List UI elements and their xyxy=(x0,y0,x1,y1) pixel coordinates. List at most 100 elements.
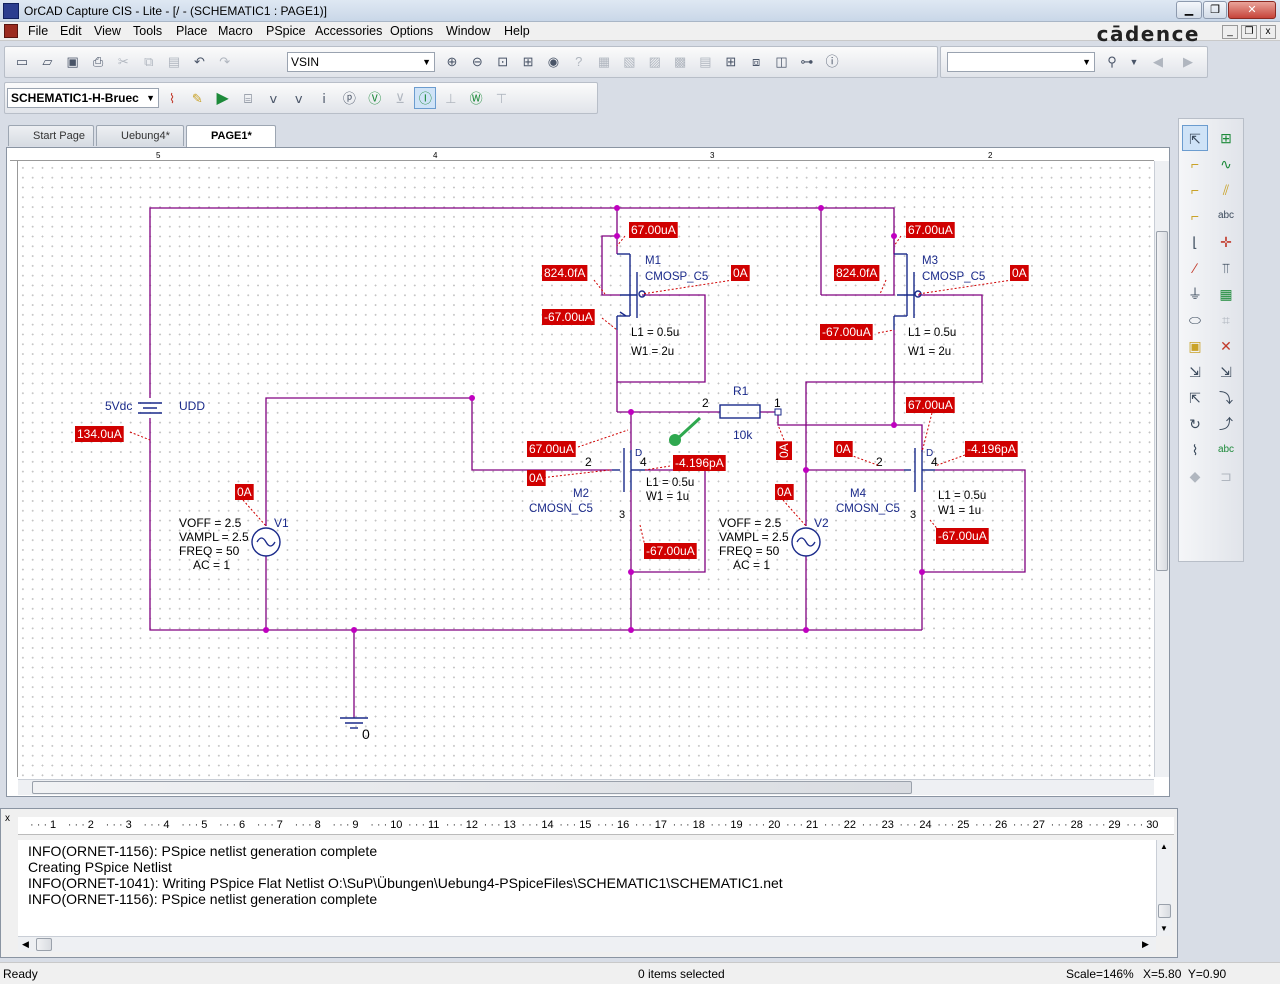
voltage-toggle-icon[interactable]: ⊻ xyxy=(395,91,405,106)
mdi-close-button[interactable]: x xyxy=(1260,25,1276,39)
zoom-out-icon[interactable]: ⊖ xyxy=(471,54,483,69)
probe-marker-icon[interactable] xyxy=(674,416,702,442)
snap-grid-icon[interactable]: ⊞ xyxy=(725,54,737,69)
new-profile-icon[interactable]: ⌇ xyxy=(168,91,176,106)
print-icon[interactable]: ⎙ xyxy=(92,54,104,69)
menu-place[interactable]: Place xyxy=(176,24,208,38)
tab-start-page[interactable]: Start Page xyxy=(8,125,94,146)
scroll-thumb[interactable] xyxy=(32,781,912,794)
hier-port-icon[interactable]: ⇲ xyxy=(1189,364,1201,380)
bus-icon[interactable]: ⌊ xyxy=(1192,234,1198,250)
binoculars-icon[interactable]: ⚲ xyxy=(1107,54,1117,69)
scroll-down-icon[interactable]: ▼ xyxy=(1160,924,1168,933)
hier-block-icon[interactable]: ▣ xyxy=(1188,338,1202,354)
menu-edit[interactable]: Edit xyxy=(60,24,82,38)
zoom-area-icon[interactable]: ⊡ xyxy=(497,54,509,69)
wire-icon[interactable]: ⌐ xyxy=(1190,156,1200,172)
net-alias-icon[interactable]: ⌐ xyxy=(1190,208,1200,224)
cut-icon[interactable]: ✂ xyxy=(117,54,129,69)
run-icon[interactable]: ▶ xyxy=(216,90,229,107)
save-icon[interactable]: ▣ xyxy=(66,54,79,69)
edit-profile-icon[interactable]: ✎ xyxy=(191,91,203,106)
view-results-icon[interactable]: ⌸ xyxy=(244,91,252,106)
scroll-right-icon[interactable]: ▶ xyxy=(1142,939,1149,949)
power-toggle-icon[interactable]: ⊤ xyxy=(495,91,508,106)
menu-options[interactable]: Options xyxy=(390,24,434,38)
diff-marker-icon[interactable]: ⅴ xyxy=(294,91,303,106)
net-label-icon[interactable]: abc xyxy=(1217,210,1235,221)
annotate-icon[interactable]: ▦ xyxy=(597,54,611,69)
backannotate-icon[interactable]: ▧ xyxy=(623,54,636,69)
junction-icon[interactable]: ✛ xyxy=(1220,234,1232,250)
bias-current-icon[interactable]: Ⓘ xyxy=(414,87,437,109)
bom-icon[interactable]: ◫ xyxy=(775,54,788,69)
menu-pspice[interactable]: PSpice xyxy=(266,24,306,38)
place-wire-icon[interactable]: ∿ xyxy=(1220,156,1232,172)
line-icon[interactable]: ⤵ xyxy=(1219,390,1233,406)
pin-icon[interactable]: ∕ xyxy=(1193,260,1197,276)
zoom-all-icon[interactable]: ⊞ xyxy=(522,54,534,69)
log-hscrollbar[interactable]: ◀ ▶ xyxy=(18,936,1156,952)
no-connect-icon[interactable]: ✕ xyxy=(1220,338,1232,354)
menu-macro[interactable]: Macro xyxy=(218,24,253,38)
nmos-m2[interactable] xyxy=(612,448,645,492)
open-icon[interactable]: ▱ xyxy=(42,54,53,69)
netlist-icon[interactable]: ▩ xyxy=(673,54,687,69)
place-part-icon[interactable]: ⊞ xyxy=(1220,130,1232,146)
area-select-icon[interactable]: ⧈ xyxy=(751,54,761,69)
pmos-m3[interactable] xyxy=(893,253,922,330)
bias-power-icon[interactable]: Ⓦ xyxy=(469,91,483,106)
polyline-icon[interactable]: ⌇ xyxy=(1191,442,1199,458)
schematic-hscrollbar[interactable] xyxy=(18,779,1154,795)
minimize-button[interactable]: ▁ xyxy=(1176,1,1202,19)
menu-view[interactable]: View xyxy=(94,24,121,38)
mdi-minimize-button[interactable]: _ xyxy=(1222,25,1238,39)
close-icon[interactable]: x xyxy=(5,813,10,824)
power-icon[interactable]: ⫪ xyxy=(1222,260,1230,276)
menu-help[interactable]: Help xyxy=(504,24,530,38)
back-icon[interactable]: ◀ xyxy=(1153,54,1163,69)
hier-pin-place-icon[interactable]: ⇲ xyxy=(1220,364,1232,380)
ellipse-icon[interactable]: ⬭ xyxy=(1189,312,1201,328)
schematic-vscrollbar[interactable] xyxy=(1154,161,1169,777)
help-icon[interactable]: ⓘ xyxy=(825,54,839,69)
scroll-thumb[interactable] xyxy=(1158,904,1171,918)
scroll-left-icon[interactable]: ◀ xyxy=(22,939,29,949)
voltage-marker-icon[interactable]: ⅴ xyxy=(269,91,278,106)
arc-icon[interactable]: ⤴ xyxy=(1219,416,1233,432)
hier-pin-icon[interactable]: ⇱ xyxy=(1189,390,1201,406)
drc-icon[interactable]: ▨ xyxy=(648,54,661,69)
current-toggle-icon[interactable]: ⊥ xyxy=(445,91,457,106)
session-log[interactable]: INFO(ORNET-1156): PSpice netlist generat… xyxy=(18,840,1156,936)
new-icon[interactable]: ▭ xyxy=(15,54,29,69)
bus-entry-icon[interactable]: ⌐ xyxy=(1190,182,1200,198)
tab-uebung4[interactable]: Uebung4* xyxy=(96,125,184,146)
paste-icon[interactable]: ▤ xyxy=(167,54,181,69)
menu-window[interactable]: Window xyxy=(446,24,491,38)
part-combo[interactable]: VSIN ▼ xyxy=(287,52,435,72)
menu-tools[interactable]: Tools xyxy=(133,24,163,38)
copy-icon[interactable]: ⧉ xyxy=(144,54,154,69)
resistor-r1[interactable] xyxy=(719,404,761,419)
tab-page1[interactable]: PAGE1* xyxy=(186,125,276,147)
maximize-button[interactable]: ❐ xyxy=(1203,1,1227,19)
close-button[interactable]: ✕ xyxy=(1228,1,1276,19)
search-combo[interactable]: ▼ xyxy=(947,52,1095,72)
forward-icon[interactable]: ▶ xyxy=(1183,54,1193,69)
menu-file[interactable]: File xyxy=(28,24,49,38)
current-marker-icon[interactable]: ⅰ xyxy=(322,91,326,106)
pmos-m1[interactable] xyxy=(616,253,646,330)
zoom-in-icon[interactable]: ⊕ xyxy=(446,54,458,69)
mdi-restore-button[interactable]: ❐ xyxy=(1241,25,1257,39)
scroll-thumb[interactable] xyxy=(1156,231,1168,571)
crossref-icon[interactable]: ▤ xyxy=(699,54,712,69)
off-page-icon[interactable]: ▦ xyxy=(1219,286,1233,302)
bias-voltage-icon[interactable]: Ⓥ xyxy=(368,91,382,106)
select-icon[interactable]: ⇱ xyxy=(1182,125,1208,151)
rotate-icon[interactable]: ↻ xyxy=(1189,416,1201,432)
undo-icon[interactable]: ↶ xyxy=(193,54,205,69)
eye-icon[interactable]: ◉ xyxy=(547,54,560,69)
log-vscrollbar[interactable]: ▲ ▼ xyxy=(1156,840,1172,936)
simulation-profile-combo[interactable]: SCHEMATIC1-H-Bruec ▼ xyxy=(7,88,159,108)
ground-icon[interactable]: ⏚ xyxy=(1188,286,1202,302)
